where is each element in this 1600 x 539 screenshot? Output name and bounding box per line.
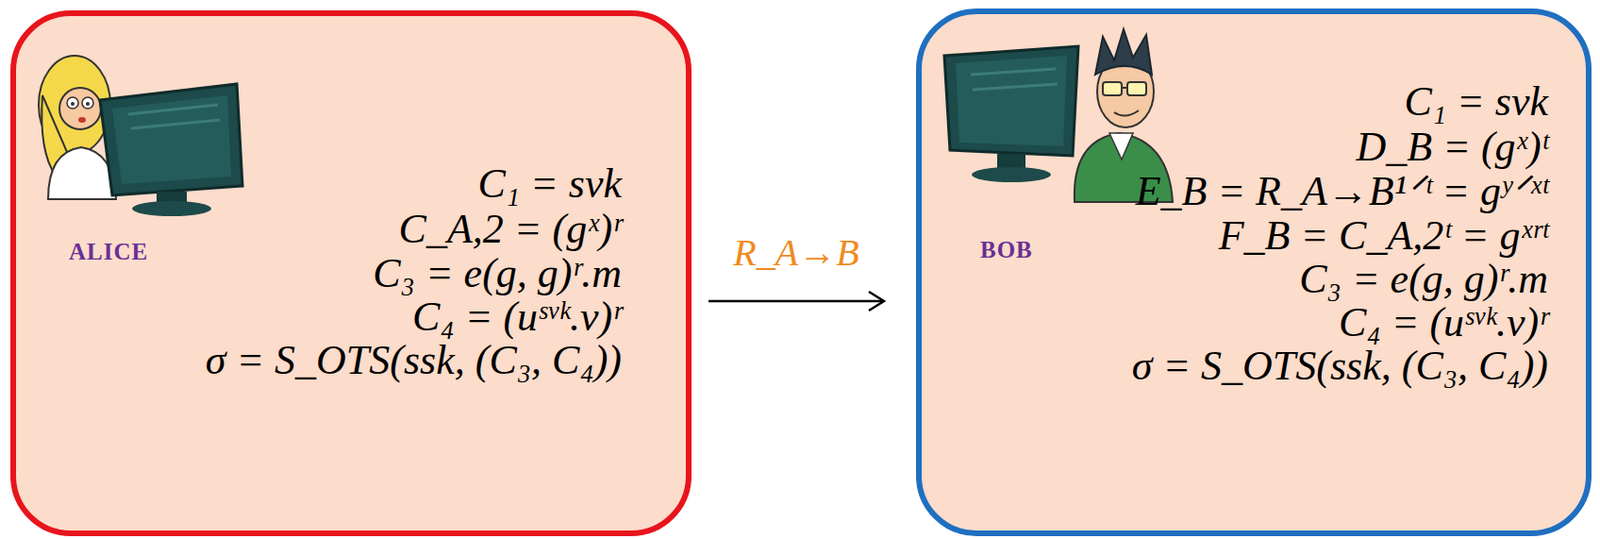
edge-label: R_A→B (729, 231, 863, 275)
formula-line: C_A,2 = (gˣ)ʳ (399, 205, 622, 254)
arrow-connector (708, 291, 884, 311)
party-box: ALICE C₁ = svkC_A,2 = (gˣ)ʳC₃ = e(g, g)ʳ.… (10, 10, 692, 536)
formula-line: C₃ = e(g, g)ʳ.m (1299, 255, 1549, 304)
alice-avatar (10, 10, 294, 228)
formula-line: C₄ = (uˢᵛᵏ.v)ʳ (412, 293, 622, 342)
party-box: BOB C₁ = svkD_B = (gˣ)ᵗE_B = R_A→B¹ᐟᵗ = g… (916, 8, 1592, 536)
party-name: ALICE (68, 238, 149, 266)
party-name: BOB (980, 236, 1034, 264)
formula-line: F_B = C_A,2ᵗ = gˣʳᵗ (1218, 212, 1549, 261)
formula-line: D_B = (gˣ)ᵗ (1356, 123, 1549, 172)
formula-line: C₁ = svk (1403, 78, 1549, 127)
formula-line: E_B = R_A→B¹ᐟᵗ = gʸᐟˣᵗ (1135, 167, 1549, 217)
formula-line: C₃ = e(g, g)ʳ.m (372, 250, 622, 299)
formula-line: σ = S_OTS(ssk, (C₃, C₄)) (205, 336, 622, 385)
formula-line: C₄ = (uˢᵛᵏ.v)ʳ (1338, 299, 1549, 348)
formula-line: C₁ = svk (477, 160, 622, 209)
formula-line: σ = S_OTS(ssk, (C₃, C₄)) (1132, 342, 1549, 391)
